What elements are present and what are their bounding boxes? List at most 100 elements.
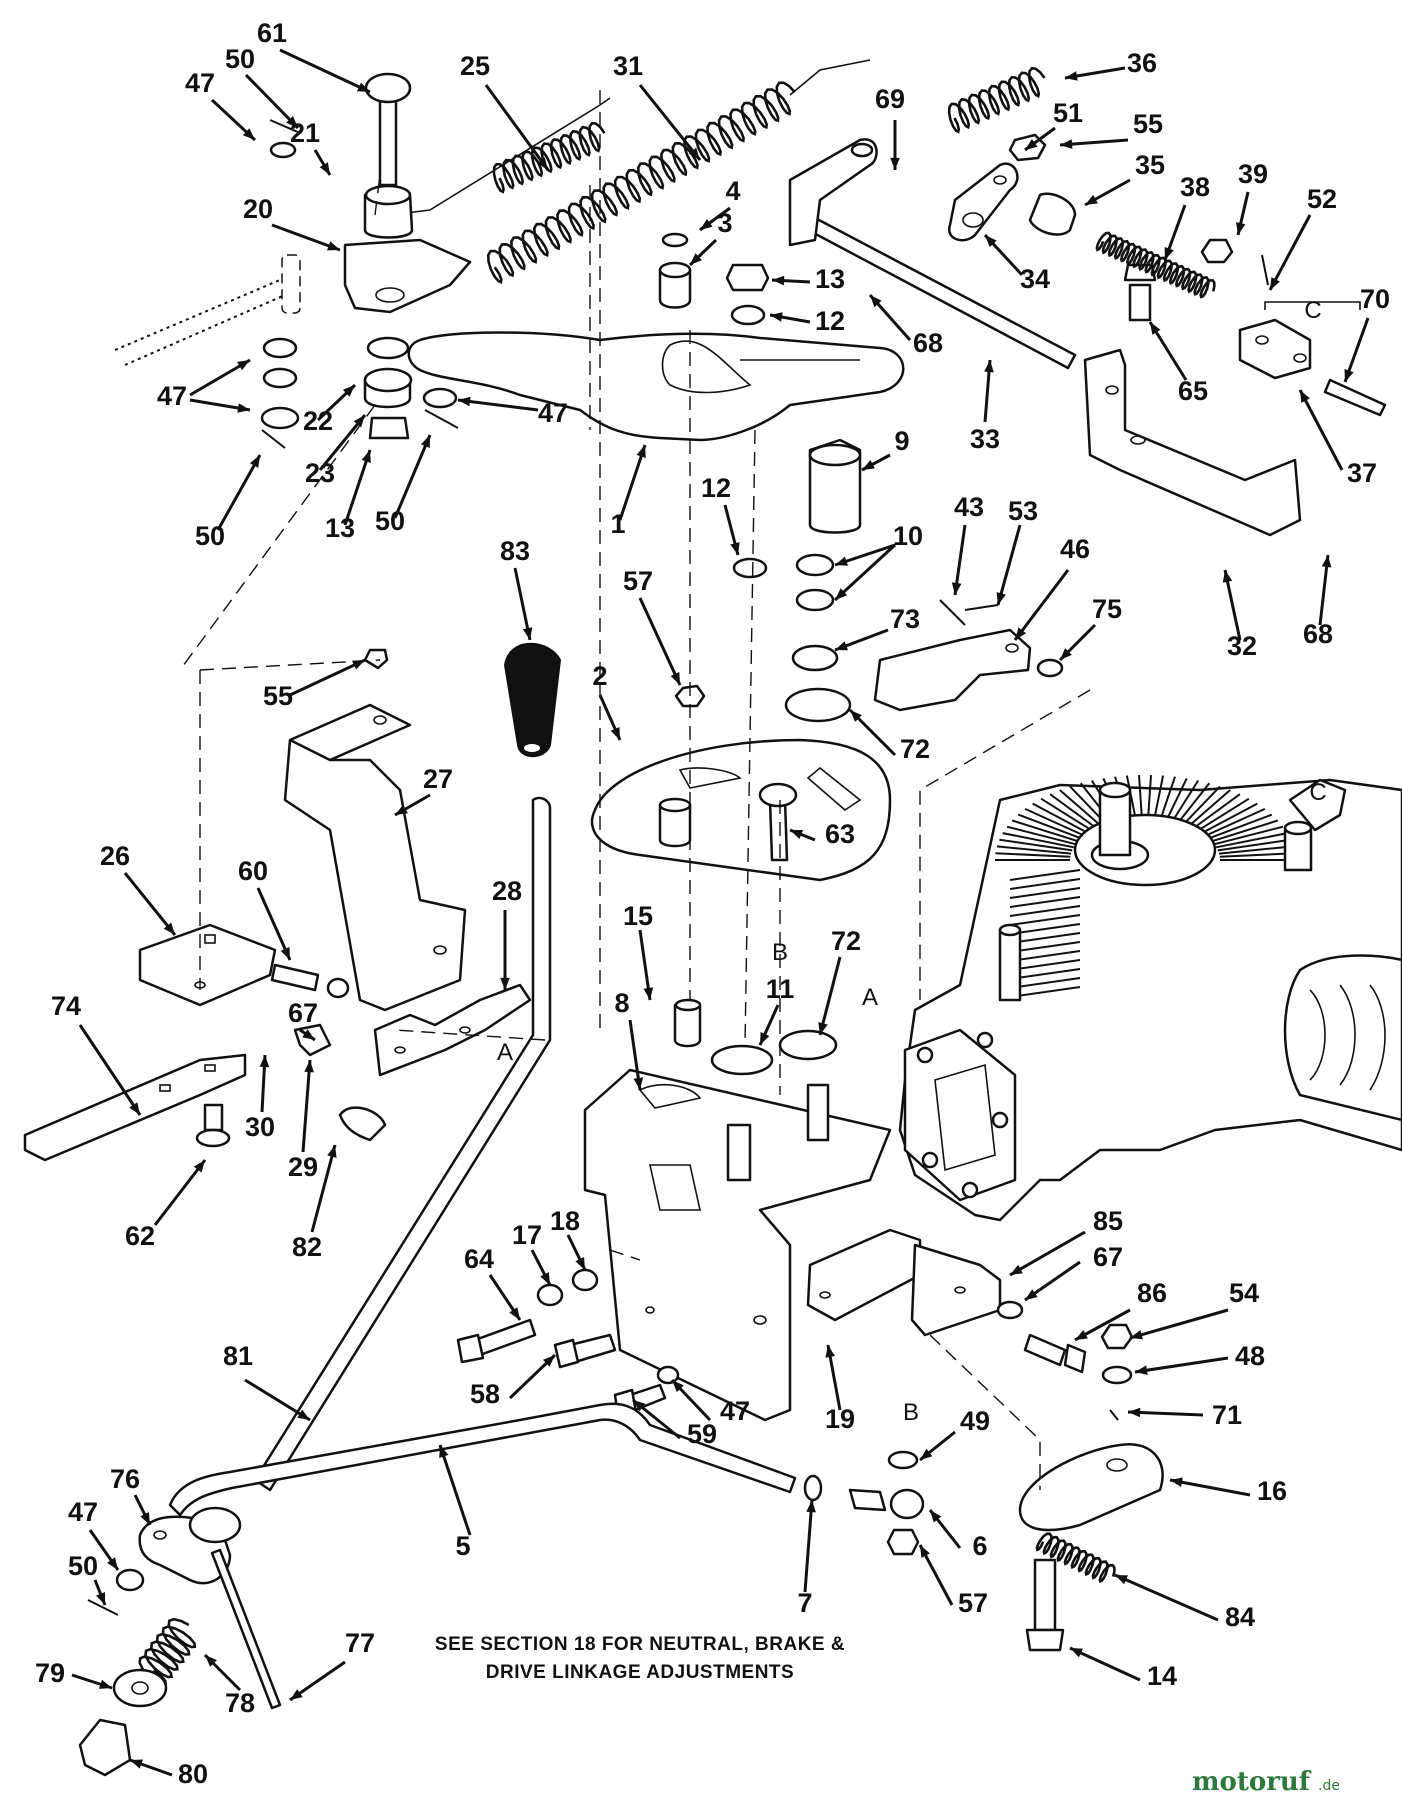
arrowhead-icon [700, 219, 713, 230]
arm-16 [1018, 1442, 1164, 1532]
arrowhead-icon [1170, 1477, 1183, 1487]
arrowhead-icon [730, 542, 740, 555]
callout-10: 10 [893, 521, 923, 551]
callout-leader [310, 1144, 337, 1233]
arrowhead-icon [140, 1512, 150, 1525]
callout-leader [1013, 569, 1070, 641]
knob-83[interactable] [503, 642, 562, 758]
arrowhead-icon [537, 157, 548, 170]
callout-86: 86 [1137, 1278, 1167, 1308]
arrowhead-icon [770, 312, 783, 322]
spring-coil [486, 81, 796, 284]
callout-43: 43 [954, 492, 984, 522]
callout-leader [484, 84, 550, 171]
shaft-33 [788, 138, 1077, 370]
spring-coil [1095, 231, 1216, 299]
callout-25: 25 [460, 51, 490, 81]
cooling-fin [1138, 775, 1143, 821]
callout-arrows [71, 48, 1370, 1777]
cooling-fin [1213, 825, 1284, 846]
cooling-fin [1024, 807, 1086, 837]
transmission [898, 775, 1402, 1222]
arrowhead-icon [1025, 139, 1038, 150]
callout-22: 22 [303, 406, 333, 436]
callout-leader [638, 84, 702, 161]
arrowhead-icon [1222, 570, 1233, 583]
arrowhead-icon [825, 1345, 835, 1358]
callout-4: 4 [725, 176, 740, 206]
watermark-suffix: .de [1318, 1778, 1340, 1794]
callout-63: 63 [825, 819, 855, 849]
arrowhead-icon [575, 1257, 585, 1270]
callout-leader [244, 1378, 311, 1422]
callout-leader [1127, 1410, 1204, 1417]
callout-39: 39 [1238, 159, 1268, 189]
cooling-fin [1176, 782, 1211, 825]
arrowhead-icon [690, 253, 702, 265]
callout-60: 60 [238, 856, 268, 886]
callout-49: 49 [960, 1406, 990, 1436]
arrowhead-icon [672, 1380, 684, 1393]
callout-leader [153, 1159, 207, 1226]
callout-37: 37 [1347, 458, 1377, 488]
cooling-fin [1009, 914, 1081, 926]
callout-leader [638, 597, 682, 686]
callout-65: 65 [1178, 376, 1208, 406]
callout-70: 70 [1360, 284, 1390, 314]
callout-5: 5 [455, 1531, 470, 1561]
cooling-fin [1017, 813, 1082, 840]
callout-54: 54 [1229, 1278, 1259, 1308]
spring-84 [1035, 1532, 1116, 1584]
dashed-pin [281, 254, 301, 314]
callout-47d: 47 [720, 1396, 750, 1426]
spring-78 [138, 1617, 197, 1686]
callout-leader [833, 543, 897, 602]
arrowhead-icon [1070, 1648, 1083, 1658]
callout-50: 50 [225, 44, 255, 74]
callout-leader [216, 454, 262, 531]
spring-31 [486, 59, 871, 284]
arrowhead-icon [1060, 648, 1072, 660]
arrowhead-icon [458, 396, 471, 407]
cooling-fin [1211, 819, 1279, 843]
arrowhead-icon [636, 445, 646, 458]
callout-31: 31 [613, 51, 643, 81]
arrowhead-icon [818, 1022, 828, 1035]
ref-letter-b-top: B [772, 939, 788, 966]
arrowhead-icon [353, 415, 365, 428]
callout-83: 83 [500, 536, 530, 566]
callout-14: 14 [1147, 1661, 1177, 1691]
arrowhead-icon [542, 1355, 555, 1367]
arrowhead-icon [1060, 139, 1073, 149]
callout-leader [818, 956, 842, 1036]
callout-27: 27 [423, 764, 453, 794]
callout-9: 9 [894, 426, 909, 456]
callout-28: 28 [492, 876, 522, 906]
cooling-fin [1009, 905, 1081, 917]
arrowhead-icon [280, 947, 290, 960]
callout-68b: 68 [1303, 619, 1333, 649]
arrowhead-icon [835, 588, 848, 600]
arrowhead-icon [996, 592, 1006, 605]
callout-leader [803, 1499, 814, 1593]
callout-59: 59 [687, 1419, 717, 1449]
arrowhead-icon [1128, 1407, 1141, 1418]
cooling-fin [1181, 785, 1221, 827]
bracket-28 [373, 983, 532, 1077]
ref-letter-b-bottom: B [903, 1399, 919, 1426]
callout-leader [1114, 1573, 1219, 1622]
adjustment-note: SEE SECTION 18 FOR NEUTRAL, BRAKE & DRIV… [435, 1634, 845, 1683]
callout-47: 47 [185, 68, 215, 98]
watermark-logo: motoruf .de [1192, 1767, 1340, 1797]
callout-53: 53 [1008, 496, 1038, 526]
arrowhead-icon [688, 147, 700, 160]
dotted-rod [114, 279, 286, 366]
cooling-fin [1009, 869, 1081, 881]
arrowhead-icon [835, 641, 848, 651]
arrowhead-icon [205, 1655, 217, 1667]
callout-58: 58 [470, 1379, 500, 1409]
spring-36 [947, 66, 1046, 134]
callout-19: 19 [825, 1404, 855, 1434]
arrowhead-icon [290, 1689, 303, 1700]
cooling-fin [996, 845, 1072, 855]
